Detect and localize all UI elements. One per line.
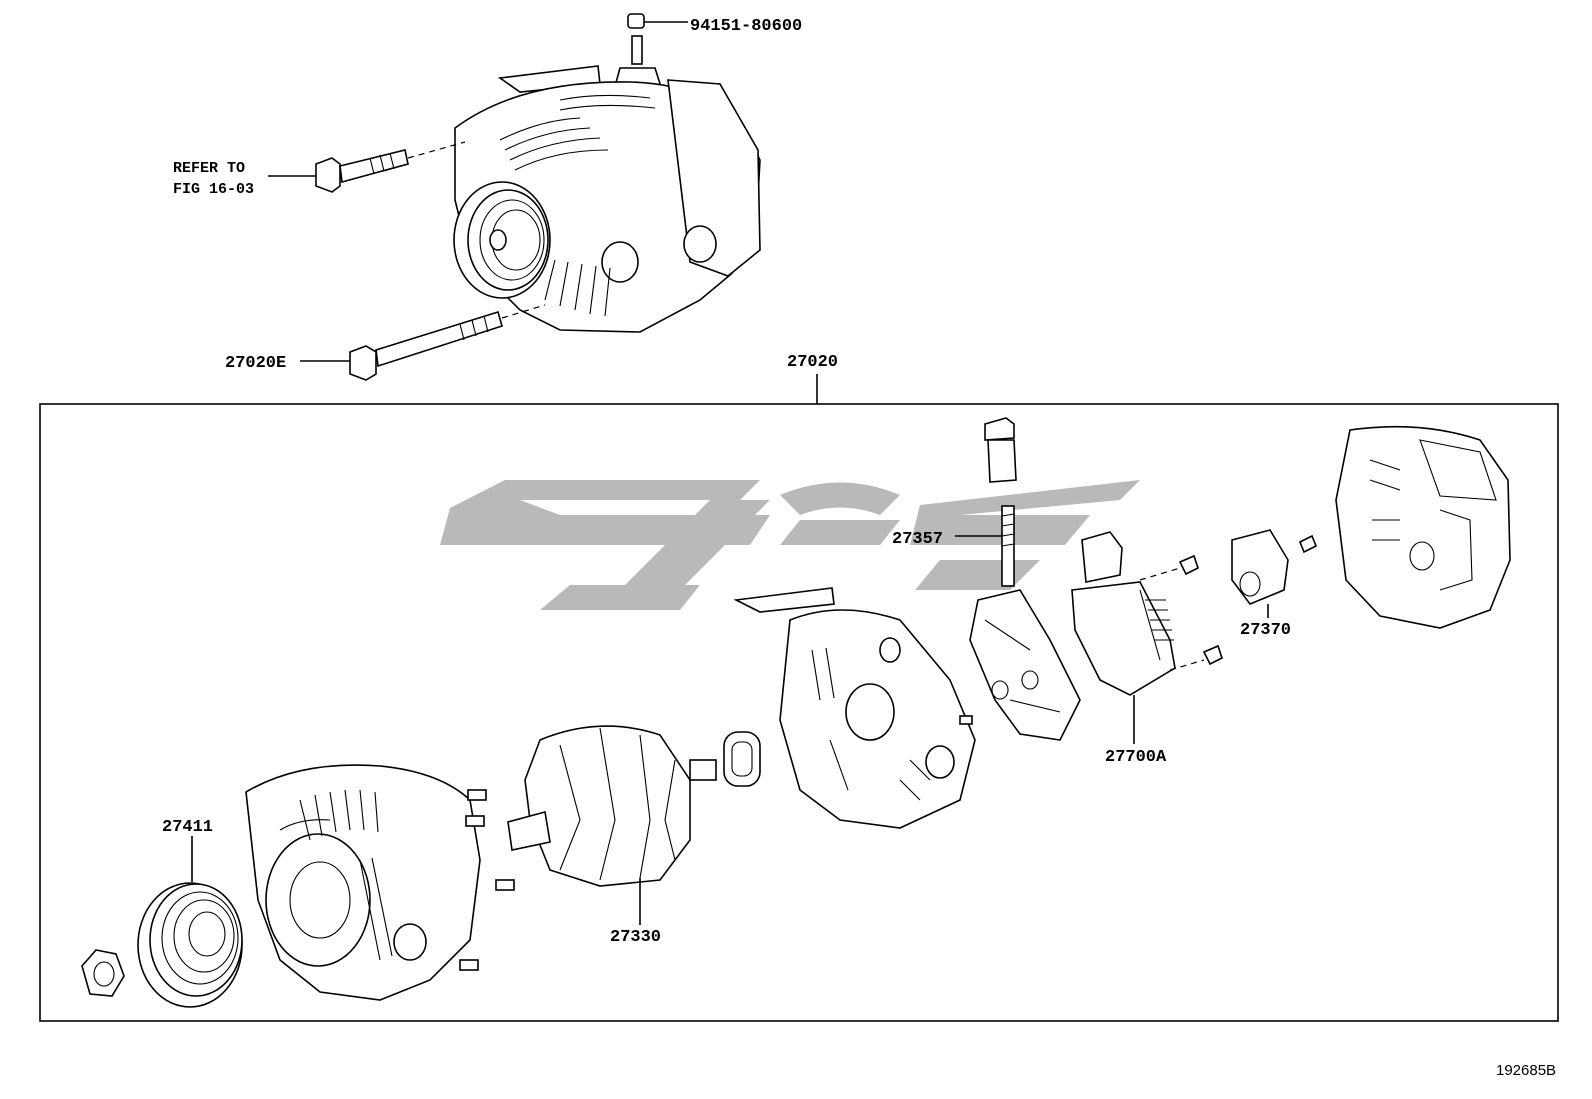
label-94151-80600: 94151-80600: [690, 17, 802, 36]
terminal-insulator: [1231, 529, 1318, 618]
assembly-box: [39, 403, 1559, 1022]
figure-number: 192685B: [1496, 1062, 1556, 1079]
pulley-nut: [81, 949, 125, 997]
label-27330: 27330: [610, 928, 661, 947]
label-refer-to: REFER TO: [173, 160, 245, 177]
spacer-ring: [723, 731, 761, 787]
rotor: [507, 725, 717, 925]
label-fig-ref: FIG 16-03: [173, 181, 254, 198]
regulator: [1071, 531, 1223, 744]
pulley: [137, 836, 243, 1008]
label-27357: 27357: [892, 530, 943, 549]
rear-cover: [1335, 425, 1511, 629]
label-27370: 27370: [1240, 621, 1291, 640]
watermark-logo: [440, 480, 1140, 610]
label-27700a: 27700A: [1105, 748, 1167, 767]
assembled-alternator: [268, 13, 761, 381]
label-27411: 27411: [162, 818, 213, 837]
label-27020e: 27020E: [225, 354, 286, 373]
rear-frame: [733, 587, 976, 829]
brush-holder: [955, 417, 1081, 741]
front-housing: [245, 764, 515, 1001]
label-27020: 27020: [787, 353, 838, 372]
